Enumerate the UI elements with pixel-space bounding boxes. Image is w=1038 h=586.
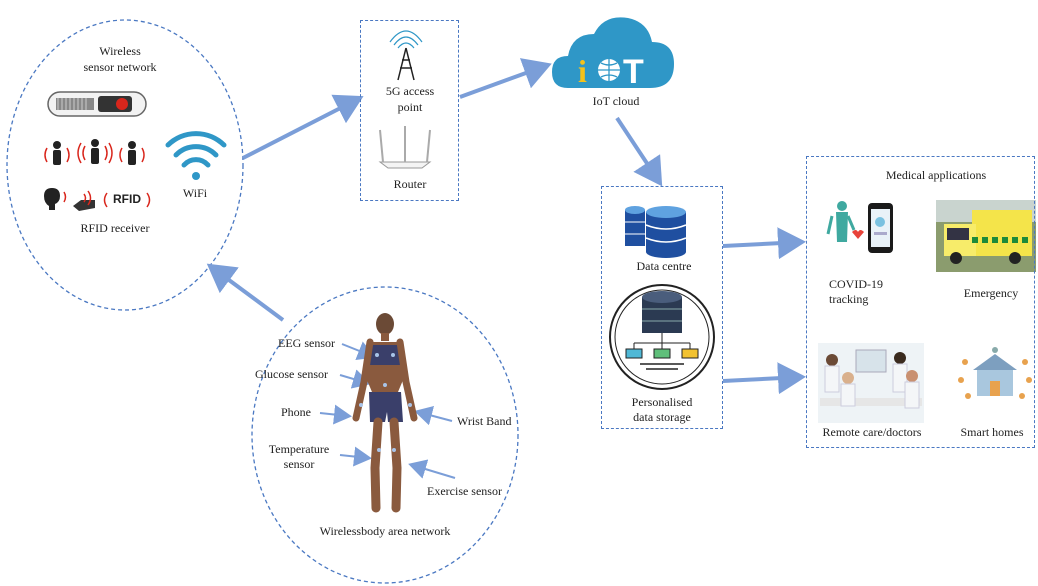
human-body-figure (352, 313, 418, 513)
wban-title: Wirelessbody area network (319, 524, 451, 538)
router-label: Router (393, 177, 427, 191)
personalised-storage-label-line2: data storage (633, 410, 691, 424)
person-rfid-icon (44, 141, 70, 165)
wsn-ellipse (6, 19, 244, 311)
iot-logo-t: T (623, 53, 644, 91)
personalised-storage-label-line1: Personalised (631, 395, 693, 409)
smart-homes-label: Smart homes (960, 425, 1024, 439)
pointer-phone (319, 404, 352, 425)
rfid-tag-label: RFID (113, 192, 141, 206)
data-centre-label: Data centre (636, 259, 692, 273)
arrow-storage-to-medical (722, 362, 806, 395)
rfid-reader-icon (47, 91, 147, 117)
medical-applications-title: Medical applications (885, 168, 987, 182)
arrow-wsn-to-access (242, 94, 364, 160)
phone-label: Phone (281, 405, 311, 419)
remote-care-label: Remote care/doctors (822, 425, 922, 439)
emergency-label: Emergency (963, 286, 1019, 300)
wifi-icon (165, 131, 227, 180)
wrist-band-label: Wrist Band (457, 414, 512, 428)
personal-storage-icon (609, 284, 715, 390)
arrow-datacentre-to-medical (722, 227, 806, 260)
arrow-wban-to-wsn (206, 263, 285, 322)
iot-cloud-icon: i T (552, 17, 674, 91)
remote-care-image (818, 343, 924, 423)
ambulance-image (936, 200, 1036, 272)
covid-label-line1: COVID-19 (829, 277, 883, 291)
arrow-cloud-to-storage (615, 116, 663, 187)
database-icon (625, 206, 687, 258)
hand-rfid-icon (73, 190, 95, 211)
wsn-title-line2: sensor network (83, 60, 157, 74)
access-point-label-line2: point (397, 100, 423, 114)
temperature-sensor-label-line2: sensor (283, 457, 315, 471)
iot-logo-i: i (578, 53, 587, 89)
exercise-sensor-label: Exercise sensor (427, 484, 502, 498)
person-rfid-icon (77, 139, 113, 164)
wban-ellipse (251, 286, 519, 584)
smart-home-icon (958, 347, 1032, 399)
rfid-tag-icon (103, 192, 151, 208)
access-point-label-line1: 5G access (385, 84, 435, 98)
wsn-title-line1: Wireless (99, 44, 141, 58)
arrow-access-to-cloud (459, 58, 552, 99)
pointer-temperature (339, 446, 372, 467)
rfid-receiver-label: RFID receiver (80, 221, 150, 235)
access-point-box (360, 20, 459, 201)
wifi-label: WiFi (182, 186, 208, 200)
covid-label-line2: tracking (829, 292, 869, 306)
glucose-sensor-label: Glucose sensor (255, 367, 328, 381)
iot-cloud-label: IoT cloud (592, 94, 640, 108)
eeg-sensor-label: EEG sensor (278, 336, 335, 350)
person-rfid-icon (119, 141, 145, 165)
antenna-tower-icon (389, 30, 423, 81)
pointer-wrist (414, 405, 453, 426)
temperature-sensor-label-line1: Temperature (268, 442, 330, 456)
pointer-exercise (408, 459, 456, 479)
medical-applications-box (806, 156, 1035, 448)
router-icon (378, 126, 432, 169)
covid-tracking-icon (826, 201, 893, 253)
head-rfid-icon (44, 188, 67, 210)
storage-box (601, 186, 723, 429)
